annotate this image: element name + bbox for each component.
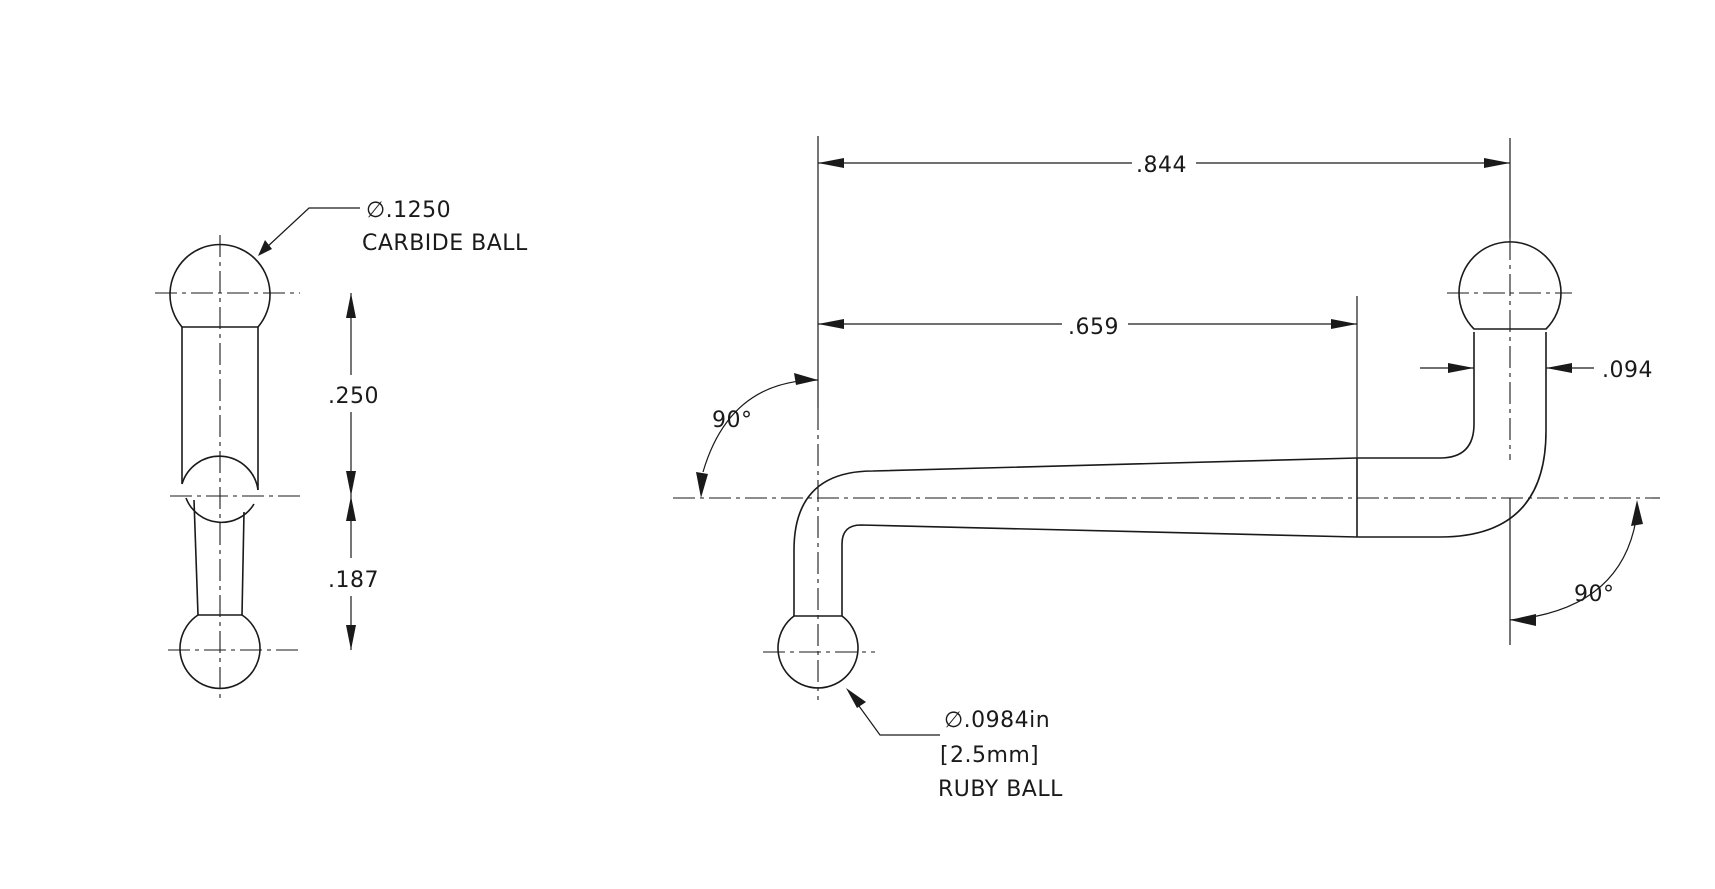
angle-right-label: 90° — [1574, 582, 1615, 607]
dim-250-arrow-top — [346, 293, 356, 318]
side-bottom-ball — [179, 614, 261, 690]
ruby-ball-metric-label: 2.5mm — [950, 743, 1030, 768]
side-bend-cap — [181, 455, 259, 491]
dim-187-arrow-bottom — [346, 625, 356, 650]
angle-right-arrow-bottom — [1510, 614, 1536, 626]
side-bend-cap-lower — [185, 497, 255, 524]
side-lower-stem-left-edge — [193, 499, 199, 616]
front-top-carbide-ball — [1458, 241, 1562, 330]
stylus-upper-edge — [793, 332, 1475, 616]
ruby-ball-material-label: RUBY BALL — [938, 777, 1063, 802]
front-tip-ruby-ball — [777, 615, 859, 689]
ruby-ball-leader-arrow — [846, 688, 866, 708]
carbide-ball-diameter-label: ∅.1250 — [366, 198, 451, 223]
dim-659-label: .659 — [1068, 315, 1119, 340]
angle-right-arc — [1509, 519, 1637, 621]
dim-187-label: .187 — [328, 568, 379, 593]
carbide-ball-material-label: CARBIDE BALL — [362, 231, 528, 256]
side-lower-stem-right-edge — [241, 511, 245, 616]
side-top-carbide-ball — [169, 243, 271, 328]
angle-left-label: 90° — [712, 408, 753, 433]
front-view: .844 .659 .094 90° 90° ∅.0984in [ 2.5mm … — [673, 136, 1660, 802]
dim-659-arrow-right — [1331, 319, 1357, 329]
ruby-ball-bracket-right: ] — [1030, 743, 1039, 768]
stylus-lower-edge — [841, 332, 1547, 616]
carbide-ball-leader — [265, 207, 360, 249]
dim-659-arrow-left — [818, 319, 844, 329]
angle-right-arrow-top — [1631, 500, 1643, 526]
dim-094-label: .094 — [1602, 358, 1653, 383]
angle-left-arrow-top — [794, 373, 818, 385]
ruby-ball-diameter-label: ∅.0984in — [944, 708, 1050, 733]
side-view: ∅.1250 CARBIDE BALL .250 .187 — [155, 198, 528, 700]
angle-left-arrow-bottom — [696, 472, 708, 498]
dim-844-arrow-left — [818, 158, 844, 168]
dim-250-label: .250 — [328, 384, 379, 409]
ruby-ball-leader — [850, 694, 940, 736]
ruby-ball-bracket-left: [ — [940, 743, 949, 768]
dim-844-arrow-right — [1484, 158, 1510, 168]
dim-844-label: .844 — [1136, 153, 1187, 178]
dim-187-arrow-top — [346, 496, 356, 521]
carbide-ball-leader-arrow — [258, 240, 272, 256]
dim-094-arrow-left — [1448, 363, 1474, 373]
dim-250-arrow-bottom — [346, 471, 356, 496]
dim-094-arrow-right — [1546, 363, 1572, 373]
